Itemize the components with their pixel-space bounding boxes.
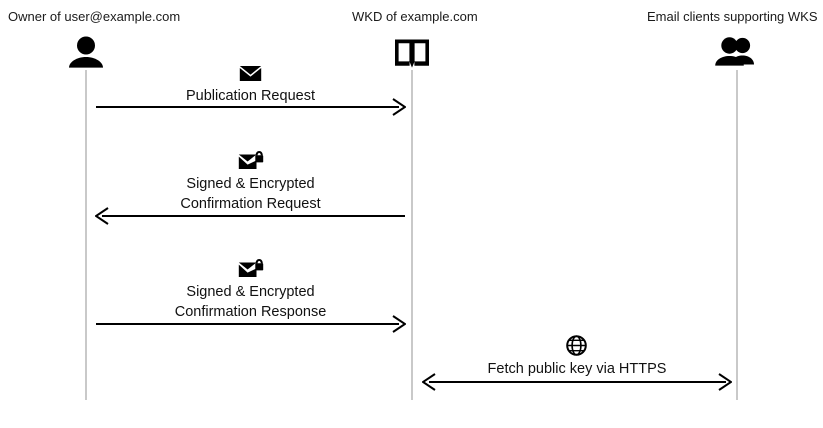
book-icon: [393, 38, 431, 68]
arrow-head-left-confirmation-request: [94, 207, 109, 225]
lifeline-owner: [85, 70, 87, 400]
actor-header-owner: Owner of user@example.com: [8, 9, 181, 24]
arrow-line-publication-request: [96, 106, 399, 108]
lifeline-clients: [736, 70, 738, 400]
envelope-lock-icon: [238, 258, 264, 278]
arrow-line-fetch-public-key: [429, 381, 726, 383]
actor-header-clients: Email clients supporting WKS: [647, 9, 818, 24]
users-icon: [712, 37, 762, 67]
arrow-line-confirmation-response: [96, 323, 399, 325]
user-icon: [66, 36, 106, 68]
message-label-confirmation-response: Signed & Encrypted Confirmation Response: [174, 284, 327, 320]
message-label-confirmation-request: Signed & Encrypted Confirmation Request: [180, 176, 321, 212]
actor-header-wkd: WKD of example.com: [352, 9, 478, 24]
arrow-head-right-confirmation-response: [392, 315, 407, 333]
arrow-head-left-fetch-public-key: [421, 373, 436, 391]
envelope-icon: [239, 65, 262, 82]
envelope-lock-icon: [238, 150, 264, 170]
arrow-head-right-fetch-public-key: [718, 373, 733, 391]
lifeline-wkd: [411, 70, 413, 400]
message-label-publication-request: Publication Request: [186, 88, 315, 104]
message-label-fetch-public-key: Fetch public key via HTTPS: [487, 361, 667, 377]
arrow-head-right-publication-request: [392, 98, 407, 116]
arrow-line-confirmation-request: [102, 215, 405, 217]
globe-icon: [566, 335, 587, 356]
